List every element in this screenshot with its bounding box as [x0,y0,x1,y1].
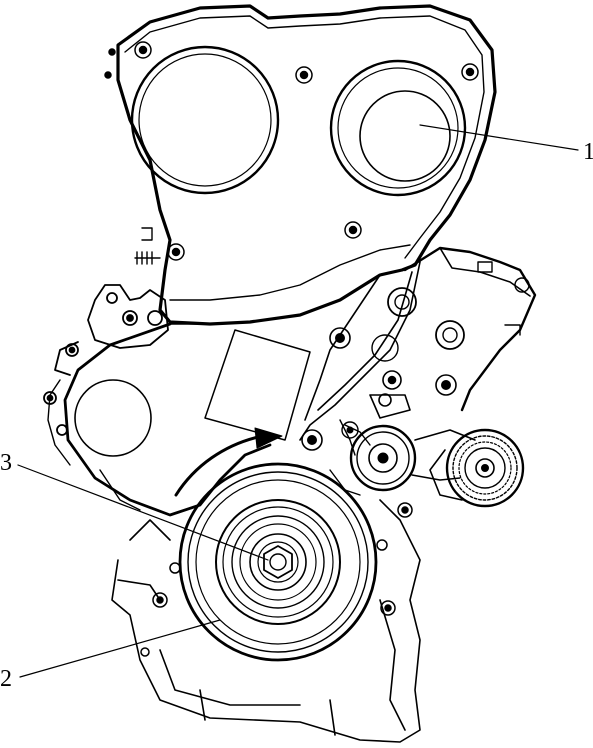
leader-line-3 [17,464,269,561]
leader-lines [17,124,579,678]
tensioner-bracket-bolts [369,370,411,419]
engine-mount-bracket [299,246,537,451]
cover-bolts [104,41,479,261]
timing-belt-cover [116,4,497,326]
camshaft-window-right [329,59,467,197]
rotation-arrow-icon [174,427,283,497]
left-mount-bracket [43,284,169,436]
accessory-tensioner-pulley [429,428,525,508]
lower-bolts [140,502,413,657]
left-studs [134,227,161,265]
belt-tensioner [329,419,476,496]
crankshaft-pulley [178,462,378,662]
crankshaft-bolt [263,545,293,579]
leader-line-1 [419,124,579,151]
engine-block-lower [111,499,421,743]
lower-timing-cover [47,314,301,517]
callout-1: 1 [583,139,593,165]
idler-pulley-window [74,379,152,457]
camshaft-window-left [130,45,280,195]
label-panel [204,329,311,441]
callout-2: 2 [0,666,12,692]
leader-line-2 [19,619,221,678]
callout-3: 3 [0,450,12,476]
